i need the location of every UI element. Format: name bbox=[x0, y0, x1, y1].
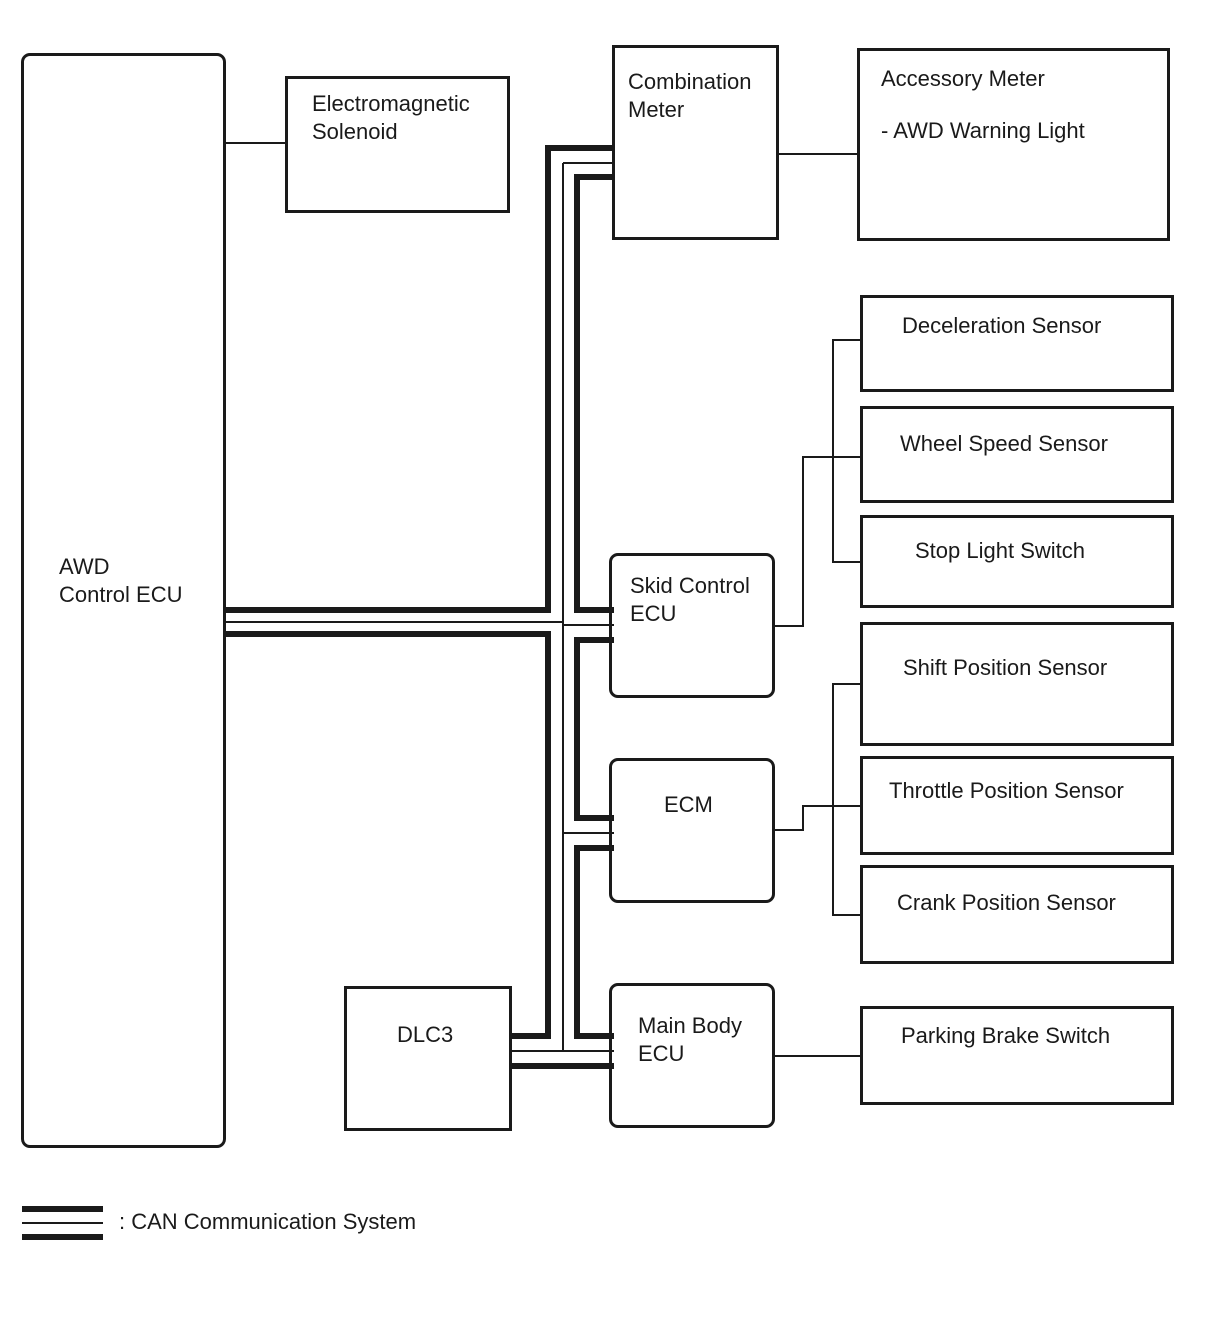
dlc3-label: DLC3 bbox=[397, 1022, 454, 1047]
awd-control-ecu-box bbox=[21, 53, 226, 1148]
shift-position-sensor-box bbox=[860, 622, 1174, 746]
stop-light-switch-label: Stop Light Switch bbox=[915, 538, 1085, 563]
wheel-speed-sensor-box bbox=[860, 406, 1174, 503]
ecm-box bbox=[609, 758, 775, 903]
throttle-position-sensor-box bbox=[860, 756, 1174, 855]
can-bus-outer-upper bbox=[225, 145, 614, 613]
combination-meter-box bbox=[612, 45, 779, 240]
dlc3-box bbox=[344, 986, 512, 1131]
ecm-label: ECM bbox=[664, 792, 713, 817]
skid-control-ecu-label: Skid Control ECU bbox=[630, 573, 750, 626]
wire-ecm-sensors bbox=[773, 805, 863, 831]
can-bus-outer-lower bbox=[225, 631, 551, 1039]
crank-position-sensor-label: Crank Position Sensor bbox=[897, 890, 1116, 915]
parking-brake-switch-label: Parking Brake Switch bbox=[901, 1023, 1111, 1048]
deceleration-sensor-label: Deceleration Sensor bbox=[902, 313, 1102, 338]
accessory-meter-label: Accessory Meter bbox=[881, 66, 1045, 91]
awd-control-ecu-label: AWD Control ECU bbox=[59, 554, 183, 607]
can-bus-ecm-body bbox=[574, 845, 614, 1039]
main-body-ecu-box bbox=[609, 983, 775, 1128]
combination-meter-label: Combination Meter bbox=[628, 69, 752, 122]
throttle-position-sensor-label: Throttle Position Sensor bbox=[889, 778, 1124, 803]
can-bus-meter-skid bbox=[574, 174, 614, 613]
legend-can-symbol bbox=[22, 1206, 103, 1240]
skid-control-ecu-box bbox=[609, 553, 775, 698]
legend-can-label: : CAN Communication System bbox=[119, 1209, 417, 1234]
electromagnetic-solenoid-box bbox=[285, 76, 510, 213]
can-bus-skid-ecm bbox=[574, 637, 614, 821]
parking-brake-switch-box bbox=[860, 1006, 1174, 1105]
wire-bracket-ecm-sensors bbox=[832, 683, 863, 916]
wheel-speed-sensor-label: Wheel Speed Sensor bbox=[900, 431, 1108, 456]
electromagnetic-solenoid-label: Electromagnetic Solenoid bbox=[312, 91, 470, 144]
wire-skid-sensors bbox=[773, 456, 863, 627]
accessory-meter-box bbox=[857, 48, 1170, 241]
shift-position-sensor-label: Shift Position Sensor bbox=[903, 655, 1108, 680]
awd-warning-light-label: - AWD Warning Light bbox=[881, 118, 1085, 143]
stop-light-switch-box bbox=[860, 515, 1174, 608]
main-body-ecu-label: Main Body ECU bbox=[638, 1013, 742, 1066]
wire-bracket-skid-sensors bbox=[832, 339, 863, 563]
crank-position-sensor-box bbox=[860, 865, 1174, 964]
deceleration-sensor-box bbox=[860, 295, 1174, 392]
